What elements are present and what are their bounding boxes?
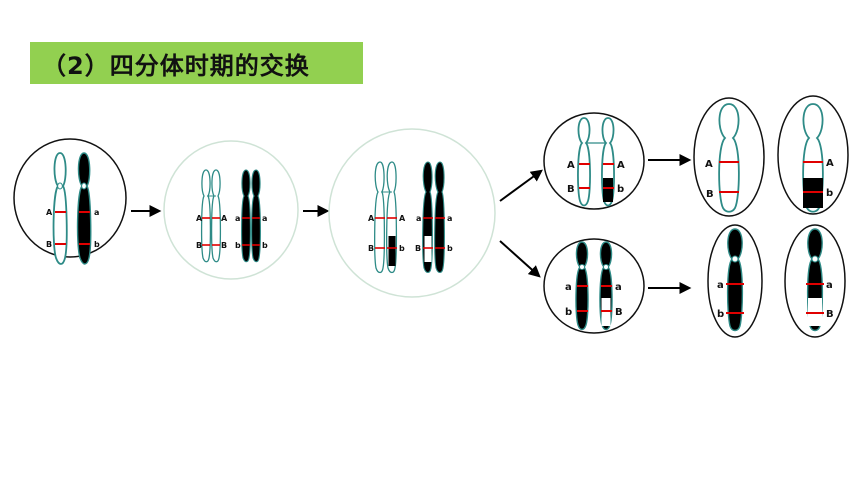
cell-circle <box>163 140 299 280</box>
allele-label-A: A <box>221 214 228 223</box>
allele-label-b: b <box>565 307 572 318</box>
chromosome-dark <box>76 152 92 265</box>
allele-label-b: b <box>94 240 100 249</box>
allele-label-a: a <box>94 208 99 217</box>
gamete-AB: A B <box>693 97 765 217</box>
arrow <box>499 240 541 278</box>
allele-label-b: b <box>399 244 405 253</box>
allele-label-A: A <box>46 208 53 217</box>
allele-label-b: b <box>447 244 453 253</box>
chromatid-dark <box>241 169 251 263</box>
chromatid-light <box>210 169 222 263</box>
allele-label-A: A <box>399 214 406 223</box>
cell-ellipse <box>707 224 763 338</box>
chromatid-dark <box>575 241 589 331</box>
chromosome-light <box>52 152 68 265</box>
cell-ellipse <box>784 224 846 338</box>
allele-label-B: B <box>826 309 834 320</box>
section-title: （2）四分体时期的交换 <box>42 51 310 80</box>
allele-label-B: B <box>615 307 623 318</box>
allele-label-B: B <box>46 240 52 249</box>
allele-label-b: b <box>826 188 833 199</box>
gamete-Ab: A b <box>777 95 849 215</box>
allele-label-A: A <box>368 214 375 223</box>
cell-ellipse <box>693 97 765 217</box>
chromatid-light <box>577 117 591 207</box>
allele-label-a: a <box>416 214 421 223</box>
cell-circle <box>543 238 645 334</box>
chromatid-recombinant <box>601 117 615 207</box>
allele-label-b: b <box>617 184 624 195</box>
allele-label-A: A <box>826 158 834 169</box>
stage-replicated-pair: A A B B a a b b <box>163 140 299 280</box>
section-title-banner: （2）四分体时期的交换 <box>30 42 363 84</box>
cell-circle <box>328 128 496 298</box>
allele-label-a: a <box>565 282 572 293</box>
allele-label-a: a <box>717 280 724 291</box>
allele-label-B: B <box>706 189 714 200</box>
allele-label-A: A <box>567 160 575 171</box>
stage-products-top: A B A b <box>543 112 645 210</box>
allele-label-B: B <box>368 244 374 253</box>
chromatid-recombinant <box>386 161 398 274</box>
allele-label-B: B <box>196 241 202 250</box>
arrow <box>499 169 543 202</box>
cell-circle <box>13 138 127 258</box>
stage-homologous-pair: A B a b <box>13 138 127 265</box>
allele-label-B: B <box>567 184 575 195</box>
allele-label-b: b <box>717 309 724 320</box>
chromatid-recombinant <box>422 161 433 274</box>
cell-ellipse <box>777 95 849 215</box>
gamete-aB: a B <box>784 224 846 338</box>
stage-products-bottom: a b a B <box>543 238 645 334</box>
stage-tetrad-crossover: A A B b a a B b <box>328 128 496 298</box>
allele-label-b: b <box>262 241 268 250</box>
allele-label-a: a <box>262 214 267 223</box>
allele-label-a: a <box>826 280 833 291</box>
chromatid-dark <box>251 169 261 263</box>
allele-label-A: A <box>196 214 203 223</box>
allele-label-a: a <box>447 214 452 223</box>
allele-label-A: A <box>705 159 713 170</box>
chromatid-recombinant <box>599 241 613 331</box>
cell-circle <box>543 112 645 210</box>
chromatid-light <box>200 169 212 263</box>
allele-label-a: a <box>615 282 622 293</box>
chromatid-dark <box>434 161 445 274</box>
allele-label-a: a <box>235 214 240 223</box>
gamete-ab: a b <box>707 224 763 338</box>
allele-label-b: b <box>235 241 241 250</box>
allele-label-B: B <box>415 244 421 253</box>
allele-label-B: B <box>221 241 227 250</box>
allele-label-A: A <box>617 160 625 171</box>
chromatid-light <box>374 161 386 274</box>
